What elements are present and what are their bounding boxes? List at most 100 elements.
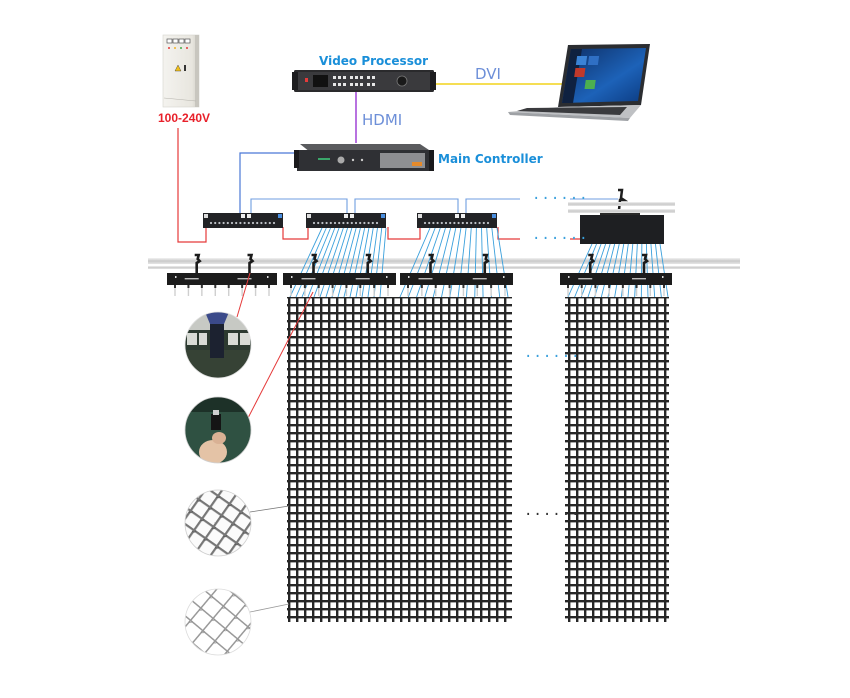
box-body: [203, 213, 283, 228]
box-connector: [461, 221, 464, 225]
box-indicator: [492, 214, 496, 218]
distribution-box-icon: [417, 213, 497, 228]
data-cable: [645, 243, 649, 298]
box-indicator: [278, 214, 282, 218]
data-cable: [355, 227, 370, 298]
data-cable: [331, 227, 353, 298]
connector-head: [567, 285, 569, 288]
clamp-icon: [482, 253, 490, 273]
box-connector: [243, 221, 246, 225]
box-connector: [470, 221, 473, 225]
data-cable: [491, 227, 501, 298]
connector-head: [290, 285, 292, 288]
data-cable: [349, 227, 366, 298]
box-connector: [432, 221, 435, 225]
mesh-closeup-icon: [185, 490, 251, 556]
power-line: [387, 227, 421, 240]
bar-body: [560, 273, 672, 285]
callout-line: [236, 272, 251, 318]
box-connector: [251, 221, 255, 225]
continuation-dots-top: ......: [524, 345, 581, 361]
bar-label-plate: [237, 278, 252, 280]
box-connector: [440, 221, 443, 225]
data-cable: [325, 227, 349, 298]
bar-body: [400, 273, 513, 285]
data-cable: [634, 243, 638, 298]
power-voltage-label: 100-240V: [158, 111, 211, 125]
main-pipe: [148, 266, 740, 269]
data-cable: [407, 227, 436, 298]
box-port: [455, 214, 459, 218]
mesh-closeup-icon: [185, 589, 251, 655]
bar-marker: [408, 276, 410, 278]
connector-head: [200, 285, 203, 288]
continuation-dots-bottom: ......: [524, 503, 581, 519]
connector-head: [608, 285, 611, 288]
box-connector: [222, 221, 225, 225]
connector-head: [331, 285, 334, 288]
connector-head: [490, 285, 493, 288]
hanger-bar: [400, 253, 513, 296]
callout-frame: [184, 489, 252, 557]
bar-label-plate: [578, 278, 593, 280]
box-connector: [264, 221, 267, 225]
bar-label-plate: [472, 278, 487, 280]
connector-head: [254, 285, 257, 288]
data-cable: [367, 227, 378, 298]
box-connector: [272, 221, 276, 225]
dvi-label: DVI: [475, 65, 501, 83]
box-connector: [359, 221, 362, 225]
connector-head: [317, 285, 320, 288]
data-cable: [399, 227, 431, 298]
box-connector: [268, 221, 271, 225]
data-cable: [416, 227, 441, 298]
distribution-boxes: [203, 188, 664, 244]
box-connector: [317, 221, 320, 225]
data-cable: [295, 227, 327, 298]
connector-head: [187, 285, 190, 288]
connector-head: [174, 285, 176, 288]
box-connector: [354, 221, 358, 225]
bar-marker: [503, 276, 505, 278]
connector-head: [434, 285, 437, 288]
box-connector: [453, 221, 456, 225]
box-connector: [449, 221, 452, 225]
box-body: [417, 213, 497, 228]
led-mesh-panel-2: [565, 297, 669, 622]
data-cable: [457, 227, 467, 298]
connector-head: [373, 285, 376, 288]
data-cable: [337, 227, 357, 298]
distribution-box-icon: [306, 213, 386, 228]
bar-marker: [175, 276, 177, 278]
bar-label-plate: [184, 278, 199, 280]
box-port: [461, 214, 465, 218]
clamp-icon: [642, 253, 650, 273]
box-connector: [260, 221, 263, 225]
box-port: [350, 214, 354, 218]
box-connector: [325, 221, 328, 225]
connector-head: [407, 285, 409, 288]
data-cable: [289, 227, 323, 298]
main-controller-label: Main Controller: [438, 152, 543, 166]
connector-head: [621, 285, 624, 288]
data-cable: [373, 227, 383, 298]
data-cable: [659, 243, 669, 298]
callout-line: [249, 603, 290, 613]
box-connector: [226, 221, 229, 225]
connector-head: [594, 285, 597, 288]
signal-line: [465, 198, 520, 213]
box-connector: [312, 221, 316, 225]
clamp-icon: [311, 253, 319, 273]
bar-label-plate: [632, 278, 646, 280]
connector-head: [462, 285, 465, 288]
data-cable: [441, 227, 457, 298]
box-body: [580, 215, 664, 244]
box-connector: [486, 221, 490, 225]
data-cable: [319, 227, 344, 298]
data-cable: [474, 227, 477, 298]
box-port: [344, 214, 348, 218]
box-logo: [418, 214, 422, 218]
connector-head: [448, 285, 451, 288]
continuation-dots-power: ......: [532, 227, 589, 243]
